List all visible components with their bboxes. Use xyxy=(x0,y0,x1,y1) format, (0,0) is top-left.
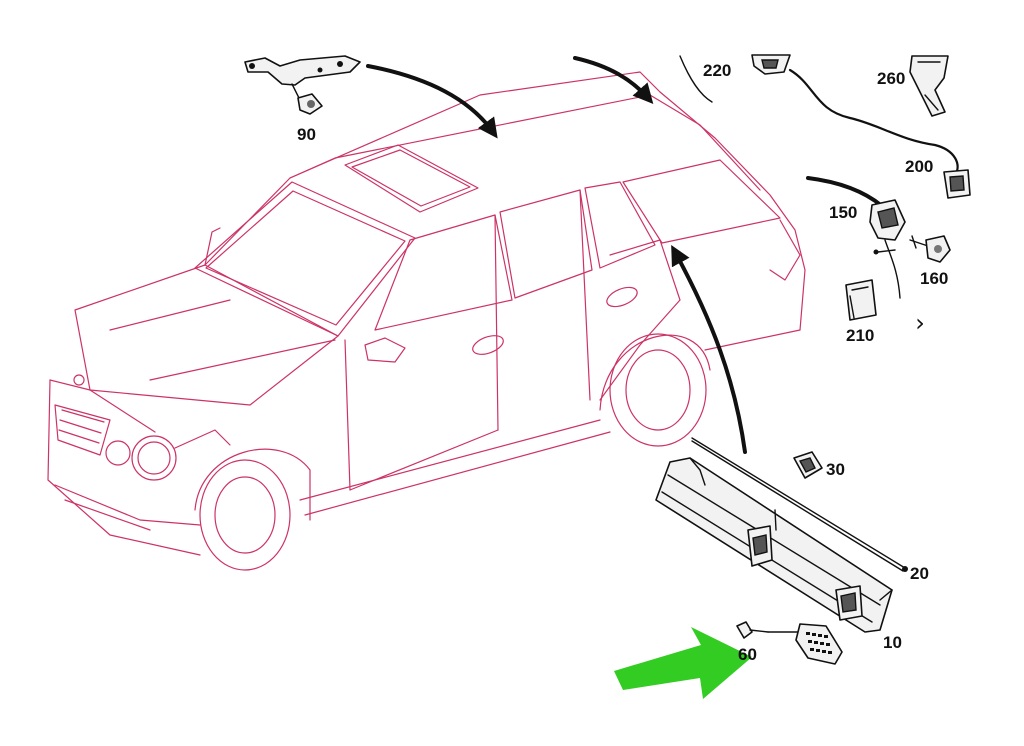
label-part-10: 10 xyxy=(883,633,902,652)
part-210-cap xyxy=(845,279,877,321)
label-part-160: 160 xyxy=(920,269,948,288)
part-220-clip xyxy=(679,54,791,103)
green-pointer-arrow-icon xyxy=(614,627,752,699)
leader-arrow-sill xyxy=(671,244,747,454)
part-30-grommet xyxy=(793,451,823,479)
label-part-20: 20 xyxy=(910,564,929,583)
label-part-30: 30 xyxy=(826,460,845,479)
part-150-cable xyxy=(806,176,906,299)
leader-arrow-roof xyxy=(366,64,498,139)
vehicle-outline xyxy=(47,71,806,571)
part-200-harness xyxy=(788,68,971,199)
part-60-cover xyxy=(795,623,843,665)
label-part-220: 220 xyxy=(703,61,731,80)
label-part-60: 60 xyxy=(738,645,757,664)
label-part-90: 90 xyxy=(297,125,316,144)
chevron-right-icon[interactable]: › xyxy=(915,309,925,337)
label-part-210: 210 xyxy=(846,326,874,345)
part-10-sill-panel xyxy=(655,457,893,633)
part-20-rod xyxy=(691,437,908,572)
label-part-150: 150 xyxy=(829,203,857,222)
part-260-bracket xyxy=(909,55,949,117)
label-part-200: 200 xyxy=(905,157,933,176)
part-160-bolt xyxy=(909,235,951,263)
leader-arrow-rear xyxy=(573,56,654,104)
part-90-bracket xyxy=(244,55,361,115)
part-60-screw xyxy=(736,621,801,639)
label-part-260: 260 xyxy=(877,69,905,88)
